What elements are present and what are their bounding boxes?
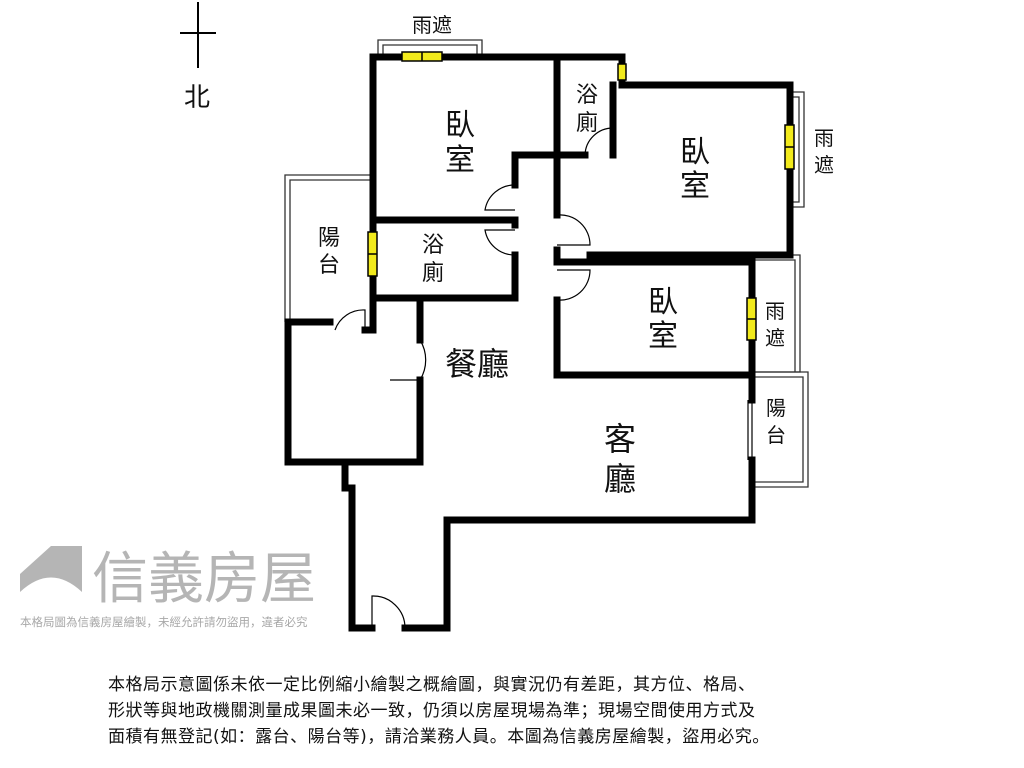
bath-1-label: 浴 (422, 233, 444, 258)
doors (334, 127, 753, 629)
watermark-caption: 本格局圖為信義房屋繪製，未經允許請勿盜用，違者必究 (20, 615, 308, 629)
bath-1-label: 廁 (422, 261, 444, 286)
balcony-left-label: 陽 (318, 226, 340, 251)
bedroom-2-label: 室 (680, 169, 710, 204)
canopy-right-1-label: 雨 (814, 126, 834, 150)
brand-logo-icon (20, 546, 82, 602)
disclaimer-line: 形狀等與地政機關測量成果圖未必一致，仍須以房屋現場為準；現場空間使用方式及 (108, 701, 756, 721)
disclaimer-line: 本格局示意圖係未依一定比例縮小繪製之概繪圖，與實況仍有差距，其方位、格局、 (108, 675, 756, 695)
bath-2-label: 浴 (576, 83, 598, 108)
balcony-left-label: 台 (318, 253, 340, 278)
disclaimer: 本格局示意圖係未依一定比例縮小繪製之概繪圖，與實況仍有差距，其方位、格局、 形狀… (108, 672, 928, 750)
bedroom-3-label: 室 (648, 319, 678, 354)
balcony-right-label: 陽 (766, 396, 786, 420)
watermark-brand: 信義房屋 (92, 547, 316, 612)
living-label: 客 (604, 420, 636, 458)
door-bedroom-1 (484, 184, 516, 211)
room-labels: 雨遮 臥 室 浴 廁 臥 室 雨 遮 陽 台 浴 廁 臥 室 雨 遮 餐廳 陽 … (318, 13, 834, 498)
dining-label: 餐廳 (445, 345, 509, 383)
living-label: 廳 (604, 460, 636, 498)
bedroom-3-label: 臥 (648, 285, 678, 320)
bedroom-2-label: 臥 (680, 135, 710, 170)
balcony-right-label: 台 (766, 423, 786, 447)
canopy-right-1-label: 遮 (814, 153, 834, 177)
windows (367, 51, 795, 341)
door-balcony (334, 309, 366, 331)
door-bedroom-2 (556, 214, 591, 246)
canopy-right-2-label: 雨 (765, 299, 785, 323)
watermark: 信義房屋 本格局圖為信義房屋繪製，未經允許請勿盜用，違者必究 (20, 546, 316, 629)
north-compass: 北 (180, 2, 216, 113)
door-bath-1 (484, 229, 516, 256)
door-living-balcony (747, 400, 753, 460)
door-entrance (371, 595, 406, 629)
canopy-top-label: 雨遮 (412, 13, 452, 37)
door-storage (390, 339, 427, 381)
disclaimer-line: 面積有無登記(如：露台、陽台等)，請洽業務人員。本圖為信義房屋繪製，盜用必究。 (108, 727, 770, 747)
bedroom-1-label: 室 (445, 143, 475, 178)
north-label: 北 (184, 83, 210, 113)
door-bath-2 (584, 127, 614, 156)
door-bedroom-3 (556, 269, 591, 301)
bath-2-label: 廁 (576, 111, 598, 136)
canopy-right-2-label: 遮 (765, 326, 785, 350)
walls (284, 53, 794, 632)
bedroom-1-label: 臥 (445, 108, 475, 143)
